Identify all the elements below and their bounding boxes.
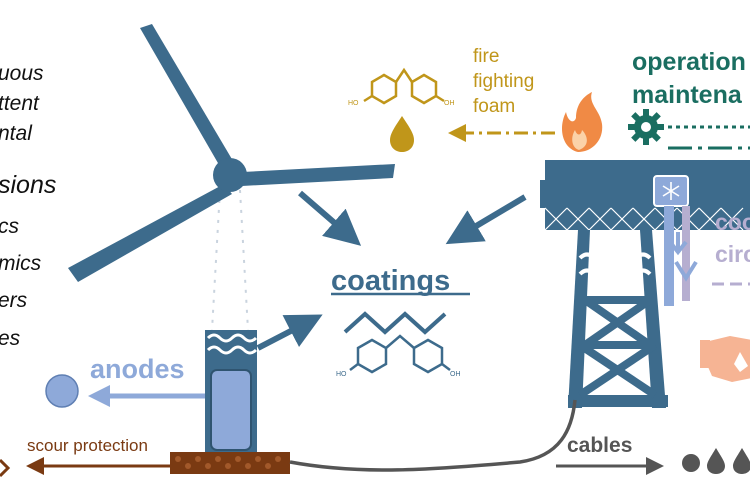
hand-icon	[700, 336, 750, 382]
cables-label: cables	[567, 434, 632, 457]
wind-turbine	[68, 24, 395, 474]
arrow-foundation-to-coatings	[256, 314, 323, 351]
arrow-turbine-to-coatings	[298, 190, 362, 246]
offshore-platform	[540, 160, 750, 408]
ho-label-blue: HO	[336, 371, 347, 378]
scour-protection-label: scour protection	[27, 436, 148, 455]
anodes-label: anodes	[90, 354, 185, 384]
fire-icon	[562, 92, 603, 152]
legend: uous ttent ntal sions cs mics ers es	[0, 62, 56, 350]
oh-label-gold: OH	[444, 100, 455, 107]
coatings-arrows	[256, 190, 527, 351]
coatings-group: coatings HO OH	[331, 265, 470, 378]
platform-deck	[540, 180, 750, 208]
bisphenol-molecule-blue	[349, 334, 451, 374]
cable-line	[289, 399, 577, 472]
scour-protection-group: scour protection	[0, 436, 170, 478]
ho-label-gold: HO	[348, 100, 359, 107]
cables-arrow-head	[646, 457, 664, 475]
legend-line-4: sions	[0, 171, 56, 199]
gear-icon	[628, 109, 664, 145]
droplet-icon	[390, 116, 414, 152]
anode-sphere-icon	[45, 374, 79, 408]
polymer-chain	[343, 311, 447, 335]
maintenance-label: maintena	[632, 81, 743, 109]
scour-arrow-head	[26, 457, 44, 475]
bisphenol-molecule-gold	[363, 67, 445, 105]
fire-fighting-foam-label-3: foam	[473, 96, 515, 117]
oh-label-blue: OH	[450, 371, 461, 378]
fire-fighting-foam-group: fire fighting foam HO OH	[348, 46, 603, 152]
snowflake-icon	[662, 182, 680, 200]
turbine-hub	[213, 158, 247, 192]
cooling-label-2: circ	[715, 241, 750, 267]
droplet-icon-gray-2	[733, 448, 750, 474]
arrow-platform-to-coatings	[445, 194, 527, 245]
legend-line-5: cs	[0, 215, 20, 238]
turbine-blade-upper	[140, 24, 236, 170]
droplet-icon-gray-1	[707, 448, 725, 474]
fire-fighting-foam-label-1: fire	[473, 46, 499, 67]
turbine-blade-right	[242, 164, 395, 186]
legend-line-1: uous	[0, 62, 44, 85]
legend-line-8: es	[0, 327, 21, 350]
legend-line-6: mics	[0, 252, 42, 275]
cables-group: cables	[289, 399, 750, 475]
anodes-group: anodes	[45, 354, 205, 408]
cooling-label-1: coo	[715, 209, 750, 235]
fire-fighting-foam-label-2: fighting	[473, 71, 534, 92]
legend-line-2: ttent	[0, 92, 40, 115]
operation-label: operation	[632, 48, 746, 76]
turbine-blade-left	[68, 184, 232, 282]
platform-top-deck	[545, 160, 750, 180]
legend-line-7: ers	[0, 289, 28, 312]
coatings-label: coatings	[331, 265, 450, 297]
cable-particle-icon	[682, 454, 700, 472]
legend-line-3: ntal	[0, 122, 33, 145]
anode-block	[210, 369, 252, 451]
cooling-circuit-group: coo circ	[712, 209, 750, 286]
anodes-arrow-head	[88, 385, 110, 407]
operation-maintenance-group: operation maintena	[628, 48, 750, 150]
